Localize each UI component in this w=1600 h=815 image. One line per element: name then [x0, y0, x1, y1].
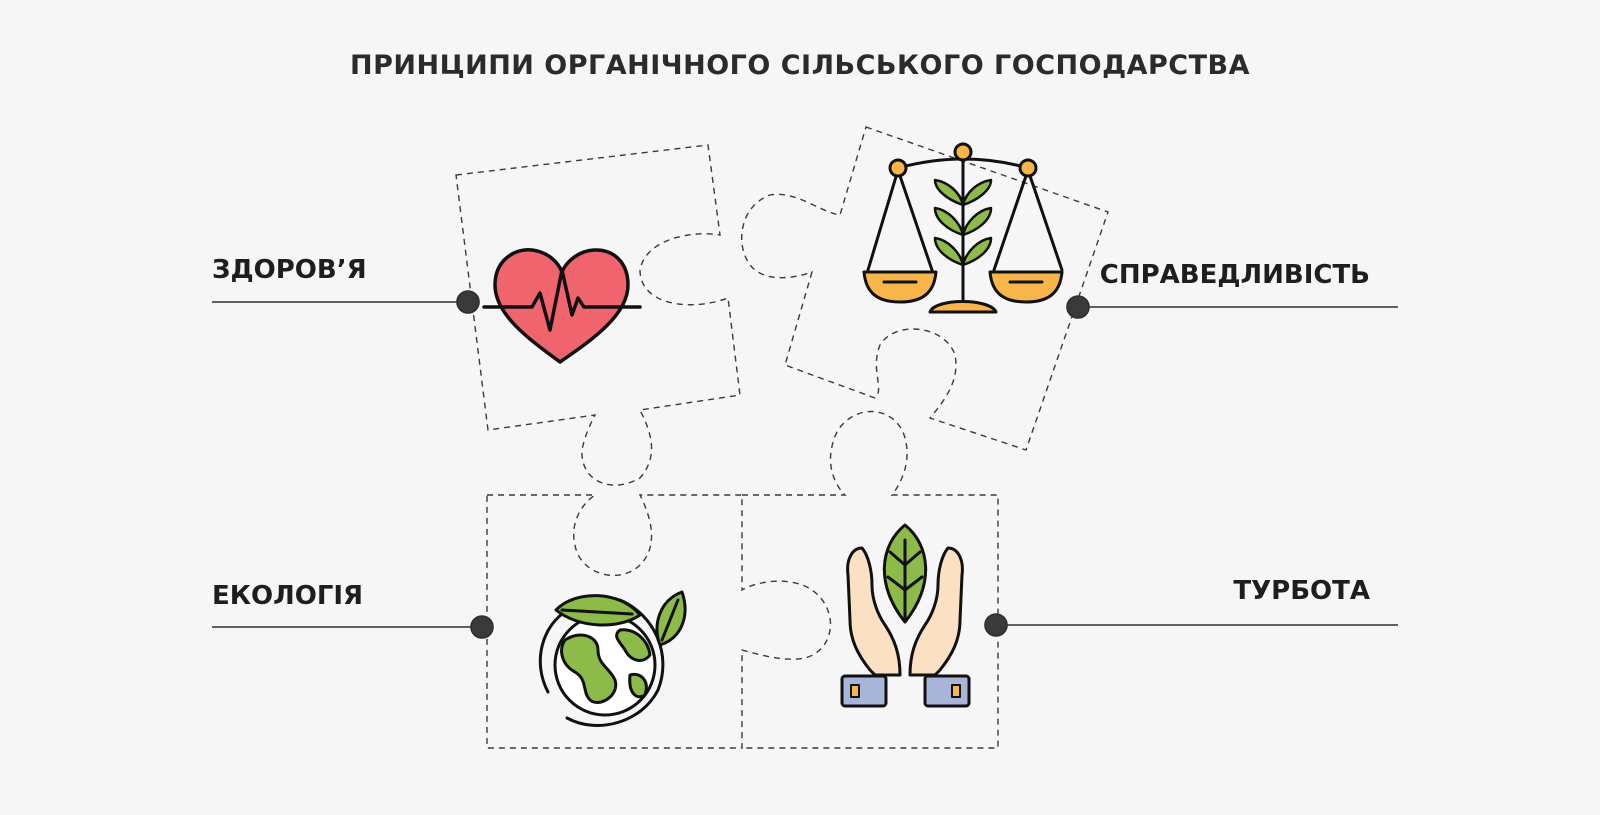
puzzle-piece-fairness: [741, 126, 1109, 451]
page-title: ПРИНЦИПИ ОРГАНІЧНОГО СІЛЬСЬКОГО ГОСПОДАР…: [349, 50, 1251, 81]
connector-dot-ecology: [470, 615, 494, 639]
connector-dot-health: [456, 290, 480, 314]
label-care: ТУРБОТА: [1233, 576, 1370, 606]
puzzle-piece-health: [455, 144, 741, 486]
label-health: ЗДОРОВ’Я: [212, 255, 367, 285]
puzzle-piece-ecology: [486, 494, 832, 749]
connector-dot-care: [984, 613, 1008, 637]
heart-pulse-icon: [482, 248, 642, 364]
hands-leaf-icon: [840, 523, 971, 708]
connector-dot-fairness: [1066, 295, 1090, 319]
label-ecology: ЕКОЛОГІЯ: [212, 581, 364, 611]
puzzle-piece-care: [742, 410, 999, 749]
label-fairness: СПРАВЕДЛИВІСТЬ: [1099, 260, 1370, 290]
balance-scale-plant-icon: [862, 142, 1064, 314]
globe-leaves-icon: [538, 590, 687, 727]
